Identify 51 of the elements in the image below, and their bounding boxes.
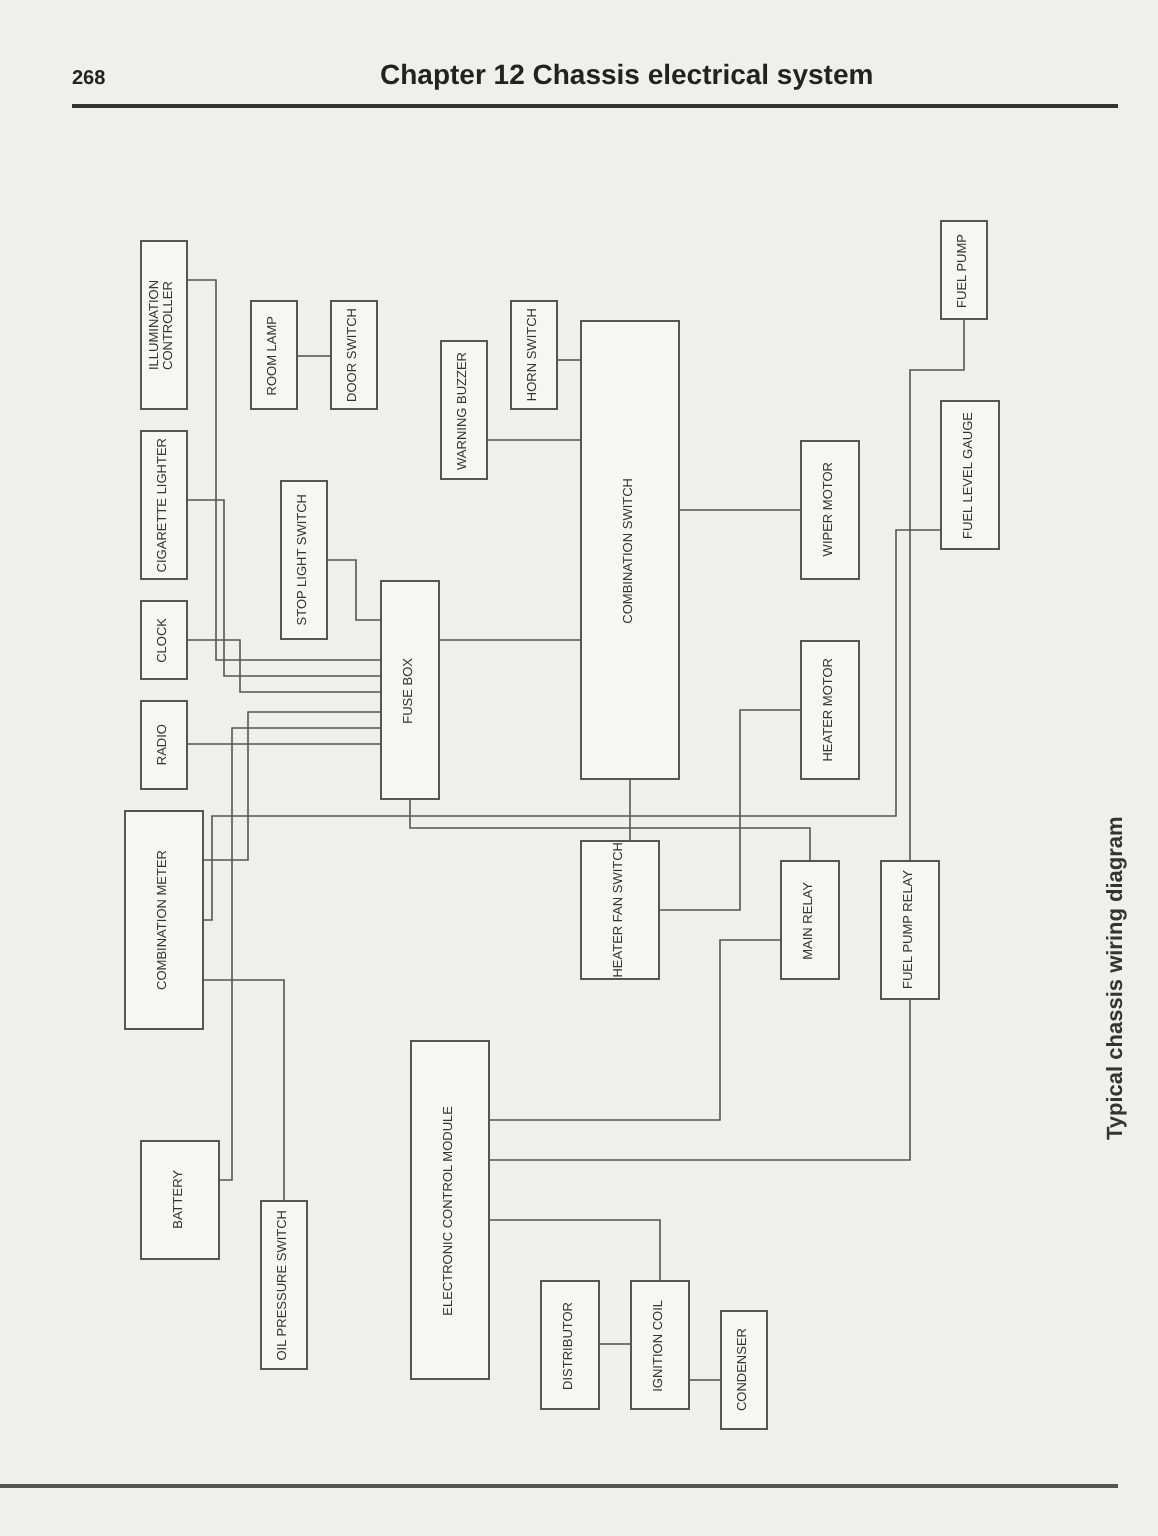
wire	[557, 359, 581, 361]
component-box	[260, 1200, 308, 1370]
component-box	[280, 480, 328, 640]
component-box	[540, 1280, 600, 1410]
wire	[187, 639, 381, 693]
component-box	[940, 220, 988, 320]
component-box	[140, 700, 188, 790]
wire	[219, 727, 381, 1181]
wire	[599, 1343, 631, 1345]
component-box	[580, 320, 680, 780]
component-box	[630, 1280, 690, 1410]
wire	[187, 499, 381, 677]
component-box	[800, 640, 860, 780]
wire	[409, 799, 811, 861]
component-box	[800, 440, 860, 580]
component-box	[380, 580, 440, 800]
component-box	[510, 300, 558, 410]
wire	[489, 1219, 661, 1281]
wire	[327, 559, 381, 621]
component-box	[580, 840, 660, 980]
component-box	[940, 400, 1000, 550]
wire	[187, 279, 381, 661]
wire	[187, 743, 381, 745]
wire	[489, 999, 911, 1161]
component-box	[410, 1040, 490, 1380]
wire	[203, 529, 941, 921]
wire	[629, 779, 631, 841]
component-box	[880, 860, 940, 1000]
wire	[203, 979, 285, 1201]
chapter-heading: Chapter 12 Chassis electrical system	[380, 58, 874, 90]
component-box	[440, 340, 488, 480]
component-box	[140, 430, 188, 580]
wire	[679, 509, 801, 511]
component-box	[720, 1310, 768, 1430]
page-number: 268	[72, 68, 106, 90]
wire	[489, 939, 781, 1121]
wire	[689, 1379, 721, 1381]
component-box	[250, 300, 298, 410]
component-box	[330, 300, 378, 410]
component-box	[124, 810, 204, 1030]
figure-caption: Typical chassis wiring diagram	[1104, 814, 1130, 1140]
wire	[203, 711, 381, 861]
wire	[297, 355, 331, 357]
component-box	[140, 600, 188, 680]
wire	[659, 709, 801, 911]
component-box	[140, 1140, 220, 1260]
wire	[909, 319, 965, 861]
component-box	[140, 240, 188, 410]
component-box	[780, 860, 840, 980]
wire	[487, 439, 581, 441]
wire	[439, 639, 581, 641]
